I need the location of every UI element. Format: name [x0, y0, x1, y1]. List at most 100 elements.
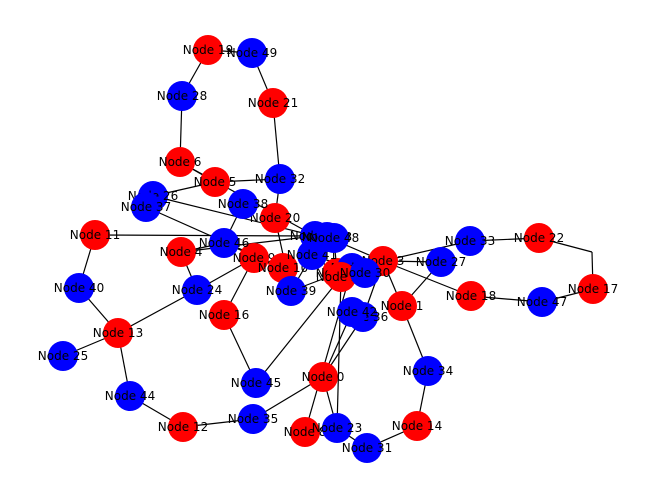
node-circle	[524, 223, 554, 253]
node-circle	[326, 262, 356, 292]
node-circle	[115, 381, 145, 411]
node-circle	[258, 88, 288, 118]
node-circle	[456, 281, 486, 311]
node-45: Node 45	[231, 368, 281, 398]
node-label: Node 40	[54, 281, 104, 295]
node-circle	[167, 81, 197, 111]
node-label: Node 45	[231, 376, 281, 390]
node-circle	[319, 223, 349, 253]
node-label: Node 1	[381, 299, 424, 313]
node-circle	[350, 258, 380, 288]
node-18: Node 18	[446, 281, 496, 311]
node-label: Node 23	[312, 421, 362, 435]
node-label: Node 13	[93, 326, 143, 340]
node-1: Node 1	[381, 291, 424, 321]
node-16: Node 16	[199, 300, 249, 330]
edge-15-4	[180, 235, 316, 253]
node-13: Node 13	[93, 318, 143, 348]
node-label: Node 32	[255, 172, 305, 186]
node-circle	[322, 413, 352, 443]
node-label: Node 31	[342, 441, 392, 455]
node-17: Node 17	[568, 274, 618, 304]
node-circle	[228, 189, 258, 219]
node-circle	[455, 226, 485, 256]
node-40: Node 40	[54, 273, 104, 303]
node-label: Node 44	[105, 389, 155, 403]
node-circle	[387, 291, 417, 321]
node-22: Node 22	[514, 223, 564, 253]
edge-8-7	[304, 267, 353, 433]
node-48: Node 48	[309, 223, 359, 253]
node-label: Node 33	[445, 234, 495, 248]
node-label: Node 49	[227, 46, 277, 60]
node-label: Node 6	[159, 155, 202, 169]
node-label: Node 35	[228, 412, 278, 426]
node-46: Node 46	[199, 228, 249, 258]
node-12: Node 12	[158, 412, 208, 442]
node-27: Node 27	[416, 247, 466, 277]
node-21: Node 21	[248, 88, 298, 118]
node-circle	[165, 147, 195, 177]
node-23: Node 23	[312, 413, 362, 443]
node-34: Node 34	[403, 356, 453, 386]
node-4: Node 4	[160, 237, 202, 267]
node-label: Node 30	[340, 266, 390, 280]
node-circle	[166, 237, 196, 267]
node-47: Node 47	[517, 287, 567, 317]
node-label: Node 18	[446, 289, 496, 303]
node-24: Node 24	[172, 275, 222, 305]
node-circle	[239, 243, 269, 273]
node-9: Node 9	[233, 243, 275, 273]
node-circle	[413, 356, 443, 386]
node-label: Node 46	[199, 236, 249, 250]
node-label: Node 39	[266, 284, 316, 298]
node-label: Node 8	[284, 425, 327, 439]
node-10: Node 10	[258, 253, 308, 283]
node-label: Node 11	[70, 228, 120, 242]
node-label: Node 10	[258, 261, 308, 275]
node-circle	[103, 318, 133, 348]
node-label: Node 38	[218, 197, 268, 211]
node-circle	[308, 362, 338, 392]
node-label: Node 42	[327, 305, 377, 319]
node-circle	[260, 203, 290, 233]
node-5: Node 5	[194, 167, 237, 197]
node-0: Node 0	[302, 362, 344, 392]
node-label: Node 28	[157, 89, 207, 103]
node-32: Node 32	[255, 164, 305, 194]
node-label: Node 17	[568, 282, 618, 296]
node-25: Node 25	[38, 341, 88, 371]
node-33: Node 33	[445, 226, 495, 256]
node-circle	[182, 275, 212, 305]
node-circle	[426, 247, 456, 277]
node-circle	[64, 273, 94, 303]
node-label: Node 34	[403, 364, 453, 378]
node-circle	[290, 417, 320, 447]
node-circle	[80, 220, 110, 250]
node-circle	[276, 276, 306, 306]
node-label: Node 20	[250, 211, 300, 225]
node-label: Node 5	[194, 175, 237, 189]
node-44: Node 44	[105, 381, 155, 411]
node-label: Node 24	[172, 283, 222, 297]
node-circle	[578, 274, 608, 304]
node-label: Node 21	[248, 96, 298, 110]
node-circle	[209, 300, 239, 330]
node-38: Node 38	[218, 189, 268, 219]
node-20: Node 20	[250, 203, 300, 233]
node-label: Node 48	[309, 231, 359, 245]
node-label: Node 27	[416, 255, 466, 269]
node-6: Node 6	[159, 147, 202, 177]
node-30: Node 30	[340, 258, 390, 288]
node-label: Node 22	[514, 231, 564, 245]
node-circle	[48, 341, 78, 371]
node-circle	[209, 228, 239, 258]
node-28: Node 28	[157, 81, 207, 111]
node-14: Node 14	[392, 411, 442, 441]
node-31: Node 31	[342, 433, 392, 463]
node-label: Node 47	[517, 295, 567, 309]
node-label: Node 12	[158, 420, 208, 434]
node-label: Node 16	[199, 308, 249, 322]
node-label: Node 37	[121, 200, 171, 214]
